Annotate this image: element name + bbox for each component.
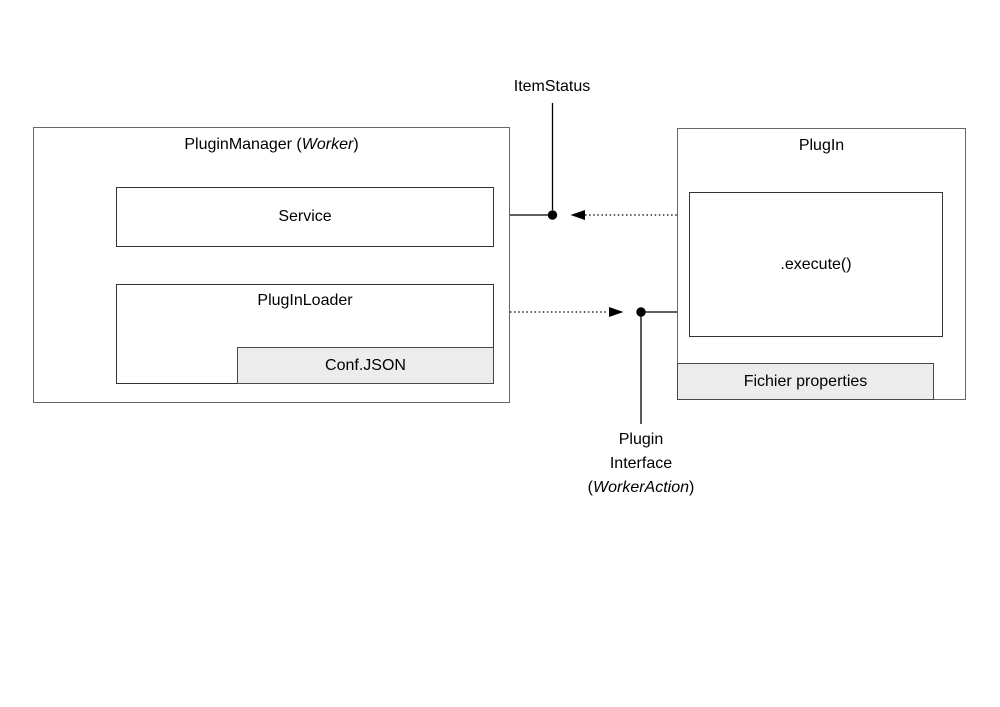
conf-json-label: Conf.JSON (325, 356, 406, 374)
plugin-title: PlugIn (798, 137, 845, 154)
item-status-label: ItemStatus (513, 78, 591, 95)
service-label: Service (278, 208, 332, 225)
plugin-box: PlugIn .execute() Fichier properties (677, 128, 966, 400)
plugin-interface-line3-prefix: ( (587, 479, 593, 496)
plugin-loader-box: PlugInLoader Conf.JSON (116, 284, 494, 384)
plugin-interface-label-line3: (WorkerAction) (588, 476, 695, 500)
conf-json-box: Conf.JSON (237, 347, 494, 384)
plugin-loader-label: PlugInLoader (257, 292, 353, 309)
plugin-interface-line3-italic: WorkerAction (592, 479, 690, 496)
fichier-properties-box: Fichier properties (677, 363, 934, 400)
arrowhead-left-icon (570, 210, 585, 220)
execute-box: .execute() (689, 192, 943, 337)
plugin-interface-connector-dot (636, 307, 646, 317)
plugin-interface-line3-suffix: ) (689, 479, 695, 496)
plugin-interface-label-line2: Interface (609, 455, 673, 472)
plugin-interface-label-line1: Plugin (618, 431, 664, 448)
plugin-manager-title-italic: Worker (301, 136, 354, 153)
fichier-properties-label: Fichier properties (743, 372, 868, 390)
plugin-interface-label: Plugin Interface (WorkerAction) (588, 428, 695, 500)
plugin-manager-box: PluginManager (Worker) Service PlugInLoa… (33, 127, 510, 403)
execute-label: .execute() (780, 255, 852, 273)
plugin-manager-title-suffix: ) (353, 136, 359, 153)
arrowhead-right-icon (609, 307, 624, 317)
plugin-manager-title-prefix: PluginManager ( (184, 136, 302, 153)
plugin-manager-title: PluginManager (Worker) (34, 128, 509, 154)
item-status-connector-dot (547, 210, 558, 220)
service-box: Service (116, 187, 494, 247)
